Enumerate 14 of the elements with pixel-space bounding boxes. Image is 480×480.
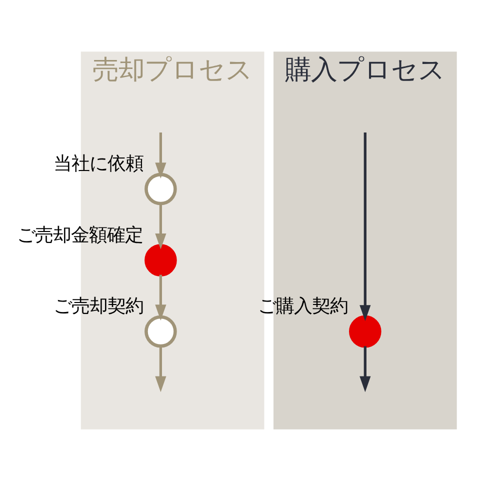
arrow xyxy=(154,132,166,178)
node-circle xyxy=(144,244,176,276)
node-label: ご購入契約 xyxy=(258,295,348,316)
node-label: ご売却金額確定 xyxy=(16,224,143,246)
arrow xyxy=(154,346,166,392)
arrow xyxy=(359,346,370,392)
arrow xyxy=(154,203,166,249)
node-circle xyxy=(348,314,381,348)
node-circle xyxy=(144,314,176,348)
arrow xyxy=(359,132,370,320)
node-circle xyxy=(144,172,176,205)
node-label: ご売却契約 xyxy=(53,295,144,316)
node-label: 当社に依頼 xyxy=(53,153,144,174)
arrow xyxy=(154,274,166,320)
